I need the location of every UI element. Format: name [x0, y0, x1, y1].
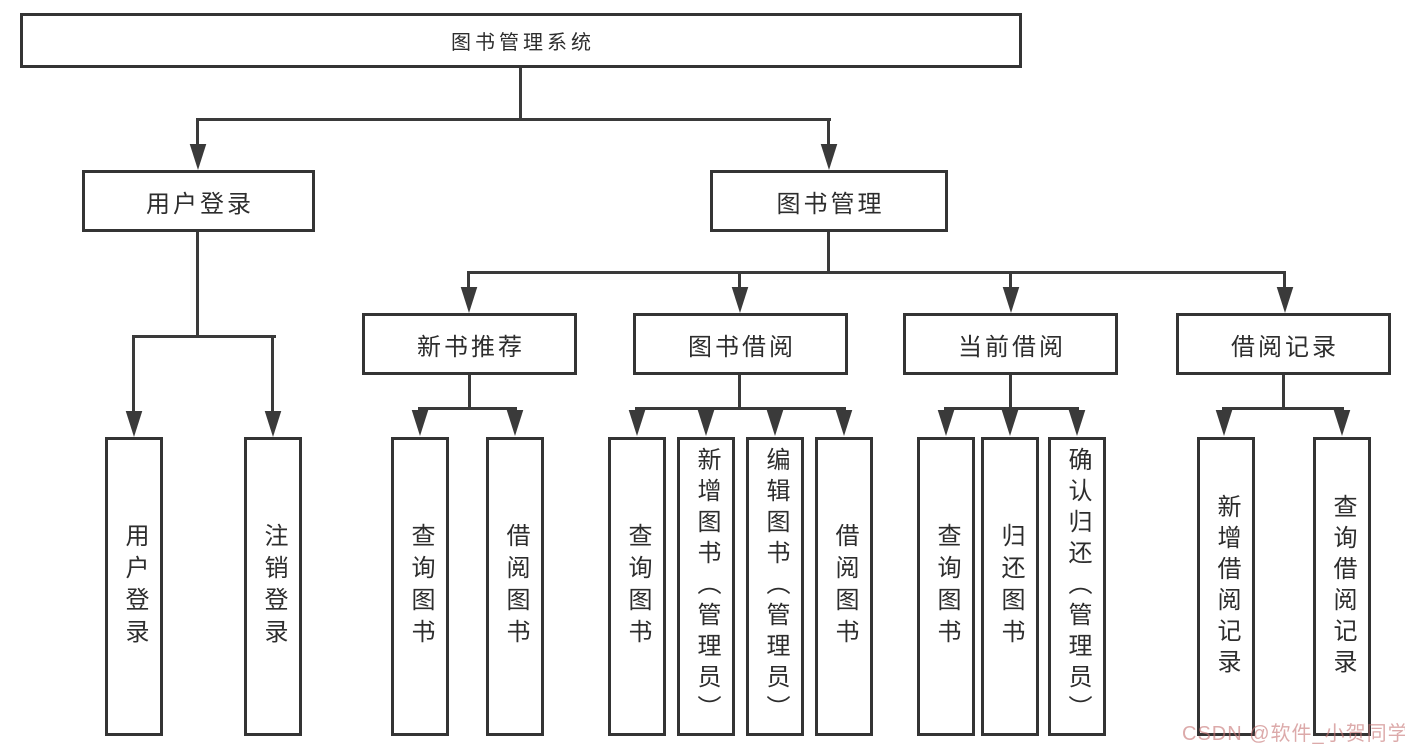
connector-line — [944, 407, 1079, 410]
arrow-down-icon — [697, 410, 715, 436]
leaf-search-borrow-record-label: 查询借阅记录 — [1329, 493, 1356, 680]
leaf-user-login: 用户登录 — [105, 437, 163, 736]
leaf-borrow-book-2-label: 借阅图书 — [831, 522, 858, 651]
arrow-down-icon — [1068, 410, 1086, 436]
arrow-down-icon — [411, 410, 429, 436]
connector-line — [271, 338, 274, 413]
node-book-management: 图书管理 — [710, 170, 948, 232]
leaf-borrow-book-1-label: 借阅图书 — [502, 522, 529, 651]
arrow-down-icon — [460, 287, 478, 313]
leaf-add-borrow-record: 新增借阅记录 — [1197, 437, 1255, 736]
leaf-borrow-book-2: 借阅图书 — [815, 437, 873, 736]
leaf-search-book-2-label: 查询图书 — [624, 522, 651, 651]
node-book-management-label: 图书管理 — [776, 190, 885, 218]
node-book-borrow: 图书借阅 — [633, 313, 848, 375]
node-current-borrow: 当前借阅 — [903, 313, 1118, 375]
arrow-down-icon — [835, 410, 853, 436]
arrow-down-icon — [1333, 410, 1351, 436]
connector-line — [635, 407, 846, 410]
connector-line — [519, 68, 522, 118]
node-book-borrow-label: 图书借阅 — [688, 333, 796, 361]
connector-line — [467, 271, 1286, 274]
connector-line — [196, 121, 199, 147]
connector-line — [418, 407, 517, 410]
connector-line — [827, 121, 830, 147]
leaf-add-book-admin: 新增图书（管理员） — [677, 437, 735, 736]
connector-line — [1282, 375, 1285, 407]
watermark: CSDN @软件_小贺同学 — [1182, 723, 1405, 745]
arrow-down-icon — [125, 411, 143, 437]
connector-line — [1009, 375, 1012, 407]
arrow-down-icon — [766, 410, 784, 436]
node-borrow-records: 借阅记录 — [1176, 313, 1391, 375]
connector-line — [196, 232, 199, 335]
arrow-down-icon — [506, 410, 524, 436]
leaf-edit-book-admin: 编辑图书（管理员） — [746, 437, 804, 736]
connector-line — [132, 338, 135, 413]
connector-line — [1283, 274, 1286, 290]
leaf-search-book-1-label: 查询图书 — [407, 522, 434, 651]
arrow-down-icon — [1002, 287, 1020, 313]
connector-line — [1009, 274, 1012, 290]
arrow-down-icon — [1276, 287, 1294, 313]
leaf-search-book-3-label: 查询图书 — [933, 522, 960, 651]
arrow-down-icon — [937, 410, 955, 436]
connector-line — [196, 118, 831, 121]
leaf-search-book-1: 查询图书 — [391, 437, 449, 736]
leaf-confirm-return-admin: 确认归还（管理员） — [1048, 437, 1106, 736]
leaf-search-book-2: 查询图书 — [608, 437, 666, 736]
arrow-down-icon — [264, 411, 282, 437]
connector-line — [1222, 407, 1344, 410]
leaf-return-book-label: 归还图书 — [997, 522, 1024, 651]
arrow-down-icon — [1215, 410, 1233, 436]
leaf-borrow-book-1: 借阅图书 — [486, 437, 544, 736]
connector-line — [132, 335, 276, 338]
node-new-book-recommend-label: 新书推荐 — [417, 333, 525, 361]
leaf-search-borrow-record: 查询借阅记录 — [1313, 437, 1371, 736]
leaf-confirm-return-admin-label: 确认归还（管理员） — [1064, 447, 1091, 726]
node-library-system: 图书管理系统 — [20, 13, 1022, 68]
arrow-down-icon — [731, 287, 749, 313]
node-borrow-records-label: 借阅记录 — [1231, 333, 1339, 361]
leaf-return-book: 归还图书 — [981, 437, 1039, 736]
connector-line — [827, 232, 830, 271]
leaf-user-login-label: 用户登录 — [121, 522, 148, 651]
connector-line — [738, 274, 741, 290]
node-user-login-label: 用户登录 — [146, 190, 254, 218]
leaf-logout-label: 注销登录 — [260, 522, 287, 651]
node-user-login: 用户登录 — [82, 170, 315, 232]
node-library-system-label: 图书管理系统 — [451, 32, 595, 54]
arrow-down-icon — [1001, 410, 1019, 436]
node-current-borrow-label: 当前借阅 — [958, 333, 1066, 361]
connector-line — [467, 274, 470, 290]
leaf-add-book-admin-label: 新增图书（管理员） — [693, 447, 720, 726]
leaf-edit-book-admin-label: 编辑图书（管理员） — [762, 447, 789, 726]
leaf-search-book-3: 查询图书 — [917, 437, 975, 736]
leaf-add-borrow-record-label: 新增借阅记录 — [1213, 493, 1240, 680]
arrow-down-icon — [189, 144, 207, 170]
arrow-down-icon — [628, 410, 646, 436]
connector-line — [468, 375, 471, 407]
leaf-logout: 注销登录 — [244, 437, 302, 736]
arrow-down-icon — [820, 144, 838, 170]
node-new-book-recommend: 新书推荐 — [362, 313, 577, 375]
connector-line — [738, 375, 741, 407]
